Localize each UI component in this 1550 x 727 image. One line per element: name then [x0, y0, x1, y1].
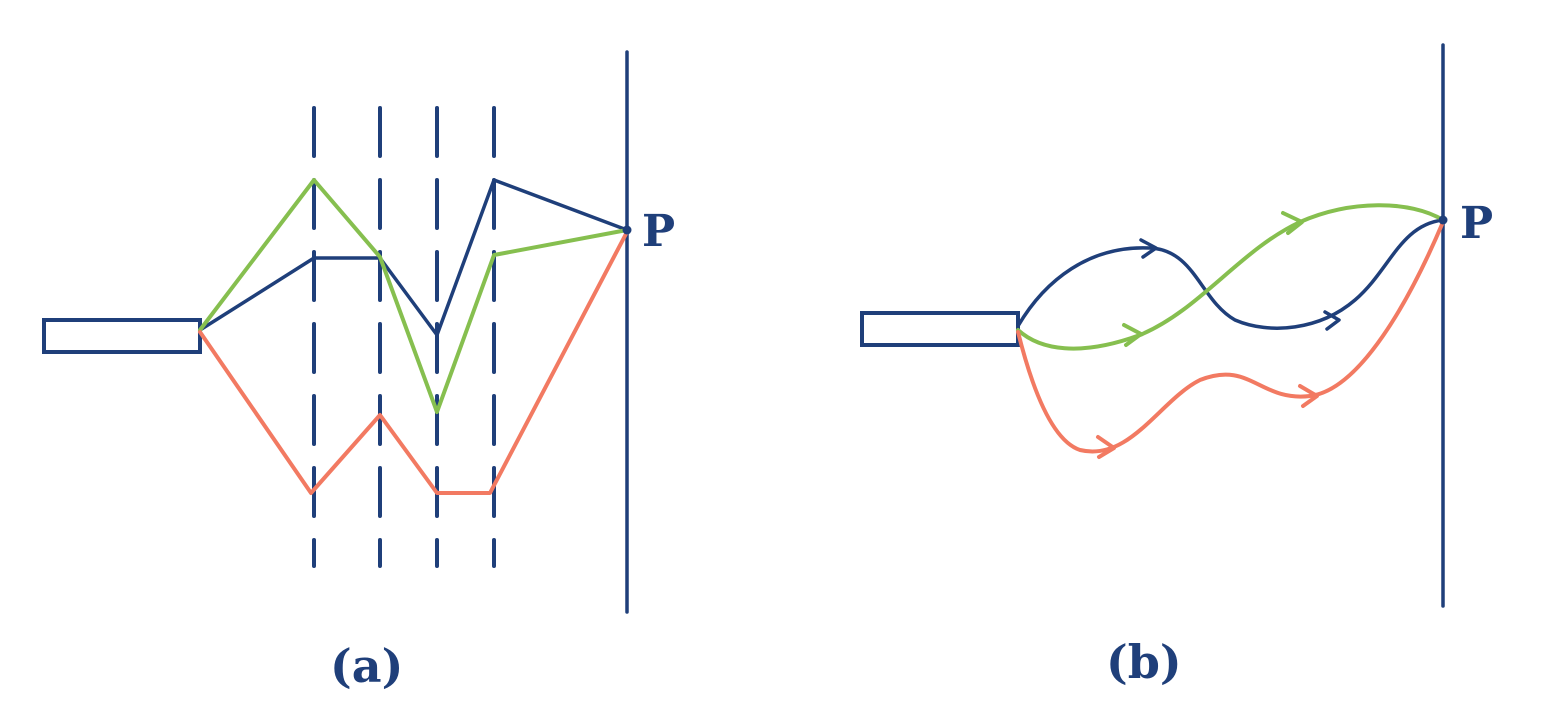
panel-b-point-p-label: P [1460, 198, 1493, 249]
panel-b-arrow-red-2 [1298, 384, 1319, 408]
panel-a: P (a) [42, 50, 675, 693]
panel-b-arrow-navy-1 [1139, 238, 1158, 259]
panel-b-point-p-dot [1438, 215, 1448, 225]
panel-a-path-green [198, 178, 629, 414]
panel-b: P (b) [860, 43, 1493, 689]
panel-a-path-red [198, 230, 629, 495]
panel-a-point-p-label: P [642, 206, 675, 257]
panel-a-caption: (a) [330, 639, 403, 693]
panel-b-path-green [1016, 203, 1445, 351]
panel-a-path-navy [198, 178, 629, 337]
panel-a-point-p-dot [622, 225, 632, 235]
panel-b-arrow-navy-2 [1323, 310, 1341, 331]
panel-b-source-slit [860, 311, 1020, 347]
panel-a-barriers [312, 106, 496, 568]
panel-b-path-navy [1016, 218, 1445, 330]
panel-b-arrow-green-1 [1122, 323, 1143, 347]
panel-b-arrow-red-1 [1096, 435, 1116, 459]
panel-a-source-slit [42, 318, 202, 354]
panel-b-arrow-green-2 [1281, 211, 1304, 235]
panel-b-caption: (b) [1106, 635, 1182, 689]
panel-b-path-red [1016, 220, 1445, 454]
